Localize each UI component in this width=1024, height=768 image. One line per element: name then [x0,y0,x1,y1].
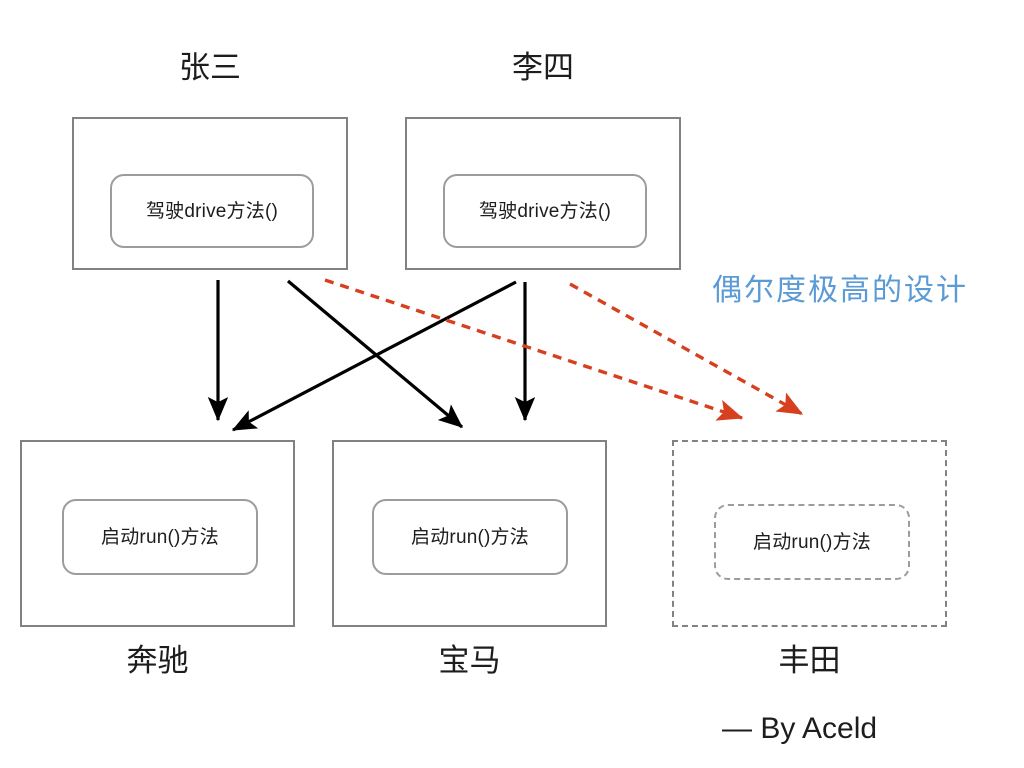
caption-car-fengtian: 丰田 [778,643,841,678]
caption-car-baoma: 宝马 [438,643,501,678]
caption-driver-lisi: 李四 [512,50,574,85]
method-label: 启动run()方法 [411,526,529,548]
node-car-baoma[interactable]: 启动run()方法 [332,440,607,627]
method-pill-run-benchi: 启动run()方法 [62,499,258,575]
connector-lisi-to-benchi [231,280,517,432]
method-label: 驾驶drive方法() [145,200,279,222]
method-label: 启动run()方法 [753,531,871,553]
method-label: 启动run()方法 [101,526,219,548]
node-driver-lisi[interactable]: 驾驶drive方法() [405,117,681,270]
node-car-benchi[interactable]: 启动run()方法 [20,440,295,627]
method-pill-run-baoma: 启动run()方法 [372,499,568,575]
method-label: 驾驶drive方法() [478,200,612,222]
connector-zhangsan-to-baoma [286,279,464,429]
method-pill-run-fengtian: 启动run()方法 [714,504,910,580]
method-pill-drive-zhangsan: 驾驶drive方法() [110,174,314,248]
method-pill-drive-lisi: 驾驶drive方法() [443,174,647,248]
node-car-fengtian[interactable]: 启动run()方法 [672,440,947,627]
node-driver-zhangsan[interactable]: 驾驶drive方法() [72,117,348,270]
author-signature: — By Aceld [722,712,878,745]
annotation-coupling-note: 偶尔度极高的设计 [712,274,968,307]
connector-zhangsan-to-fengtian [324,278,744,421]
caption-car-benchi: 奔驰 [126,643,189,678]
caption-driver-zhangsan: 张三 [179,50,241,85]
